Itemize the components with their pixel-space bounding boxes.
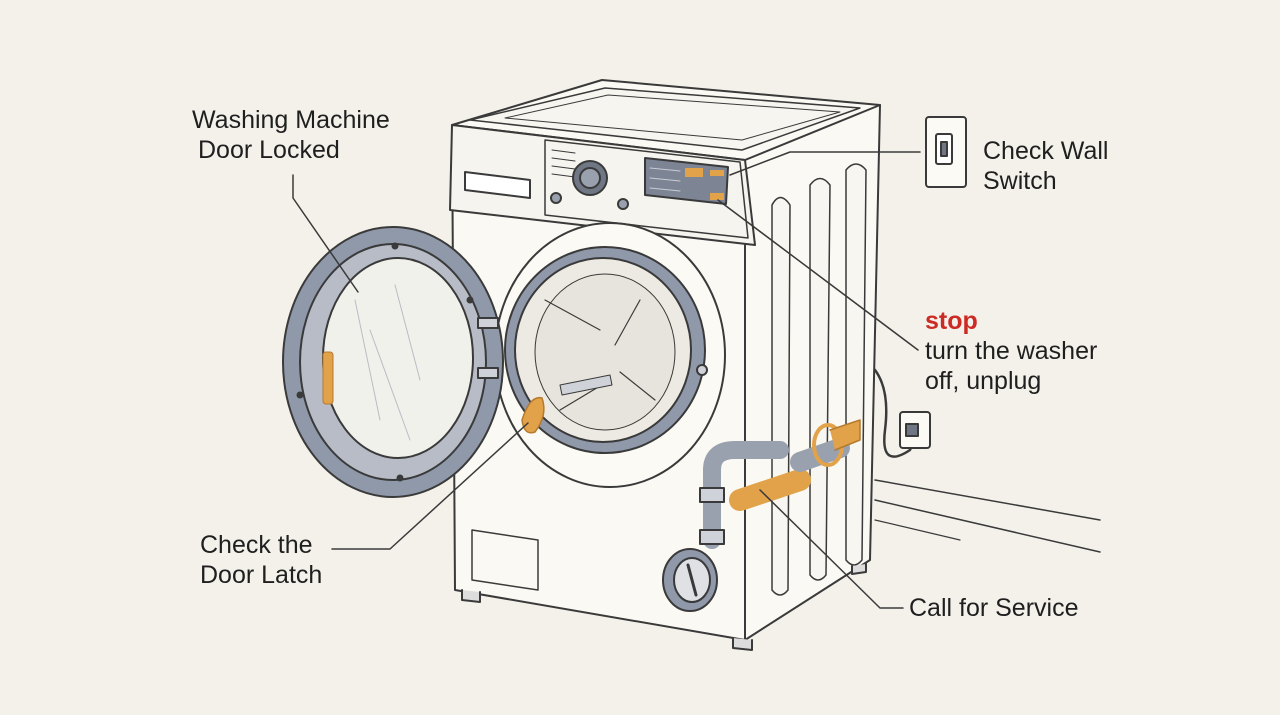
power-cord	[873, 368, 931, 458]
label-stop-line2: off, unplug	[925, 367, 1042, 395]
label-door-locked-line2: Door Locked	[198, 136, 340, 164]
label-stop-alert: stop	[925, 307, 978, 335]
label-door-latch-line2: Door Latch	[200, 561, 323, 589]
label-wall-switch: Check Wall Switch	[983, 136, 1109, 196]
label-door-latch-line1: Check the	[200, 531, 313, 559]
open-door	[282, 226, 504, 498]
label-door-locked: Washing Machine Door Locked	[192, 105, 390, 165]
label-door-latch: Check the Door Latch	[200, 530, 322, 590]
wall-switch-icon	[925, 116, 967, 188]
leader-stop	[717, 199, 919, 351]
label-stop: stop turn the washer off, unplug	[925, 306, 1097, 396]
label-service: Call for Service	[909, 593, 1079, 623]
label-wall-switch-line2: Switch	[983, 167, 1057, 195]
drain-pipes	[662, 419, 861, 612]
leader-wall-switch	[729, 151, 921, 176]
drum-opening	[494, 222, 726, 488]
label-wall-switch-line1: Check Wall	[983, 137, 1109, 165]
leader-door-latch	[331, 422, 529, 550]
label-door-locked-line1: Washing Machine	[192, 106, 390, 134]
leader-lines	[292, 151, 921, 609]
label-stop-line1: turn the washer	[925, 337, 1098, 365]
leader-door-locked	[292, 174, 359, 293]
leader-service	[759, 489, 904, 609]
label-service-text: Call for Service	[909, 594, 1079, 622]
floor-lines	[874, 479, 1101, 553]
